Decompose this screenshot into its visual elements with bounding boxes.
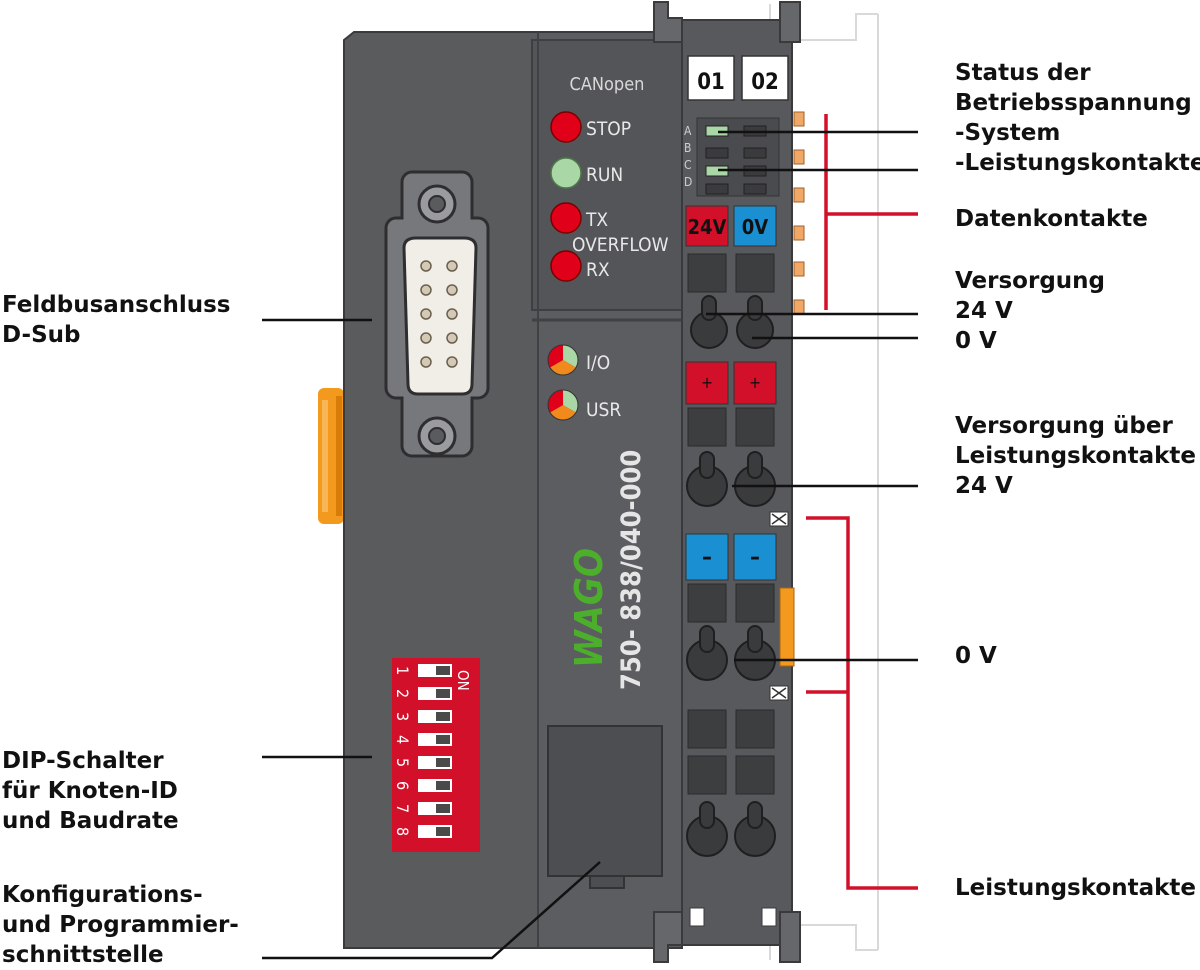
- label-leistungskontakte: Leistungskontakte: [955, 875, 1196, 901]
- svg-text:8: 8: [393, 827, 412, 836]
- svg-text:2: 2: [393, 689, 412, 698]
- svg-text:4: 4: [393, 735, 412, 744]
- leader-lines: [262, 130, 918, 960]
- svg-text:3: 3: [393, 712, 412, 721]
- svg-text:+: +: [749, 373, 761, 392]
- led-rx: [550, 250, 582, 282]
- supply-0v-mark: 0V: [742, 215, 769, 239]
- wago-logo: WAGO: [567, 548, 611, 668]
- led-usr-label: USR: [586, 399, 621, 421]
- model-number: 750- 838/040-000: [616, 450, 647, 690]
- dip-on-label: ON: [454, 670, 472, 691]
- label-versorgung: Versorgung 24 V 0 V: [955, 268, 1105, 354]
- svg-text:5: 5: [393, 758, 412, 767]
- led-io-label: I/O: [586, 352, 610, 374]
- led-usr: [547, 389, 579, 421]
- label-feldbusanschluss: Feldbusanschluss D-Sub: [2, 292, 231, 348]
- svg-text:–: –: [702, 545, 712, 570]
- terminal-02: 02: [751, 70, 779, 95]
- led-run-label: RUN: [586, 164, 623, 186]
- svg-text:A: A: [684, 124, 692, 138]
- label-dip-schalter: DIP-Schalter für Knoten-ID und Baudrate: [2, 748, 179, 834]
- label-datenkontakte: Datenkontakte: [955, 206, 1148, 232]
- svg-text:D: D: [684, 175, 692, 189]
- svg-text:B: B: [684, 141, 691, 155]
- led-rx-label: RX: [586, 259, 610, 281]
- protocol-label: CANopen: [570, 74, 645, 95]
- side-latch: [318, 388, 344, 524]
- terminal-strip: 01 02 A B C D 24V 0V: [684, 55, 805, 857]
- dsub-connector: [384, 170, 490, 458]
- red-brackets: [806, 114, 918, 890]
- svg-text:–: –: [750, 545, 760, 570]
- svg-text:C: C: [684, 158, 692, 172]
- svg-text:1: 1: [393, 666, 412, 675]
- svg-text:7: 7: [393, 804, 412, 813]
- led-tx-label: TX: [585, 209, 608, 231]
- label-konfiguration: Konfigurations- und Programmier- schnitt…: [2, 882, 239, 968]
- supply-24v-mark: 24V: [688, 215, 727, 239]
- svg-text:+: +: [701, 373, 713, 392]
- led-stop: [550, 111, 582, 143]
- label-versorgung-leistung: Versorgung über Leistungskontakte 24 V: [955, 413, 1196, 499]
- terminal-01: 01: [697, 70, 725, 95]
- led-stop-label: STOP: [586, 118, 631, 140]
- dip-switch: ON 1 2 3 4 5 6 7 8: [392, 658, 480, 852]
- led-tx: [550, 202, 582, 234]
- led-overflow-label: OVERFLOW: [572, 234, 669, 256]
- config-interface: [547, 725, 663, 889]
- led-run: [550, 157, 582, 189]
- led-panel: CANopen STOP RUN TX OVERFLOW RX I/O USR: [547, 74, 669, 421]
- label-0v: 0 V: [955, 643, 997, 669]
- dip-toggles: [418, 664, 452, 838]
- svg-text:6: 6: [393, 781, 412, 790]
- label-status: Status der Betriebsspannung -System -Lei…: [955, 60, 1200, 176]
- led-io: [547, 344, 579, 376]
